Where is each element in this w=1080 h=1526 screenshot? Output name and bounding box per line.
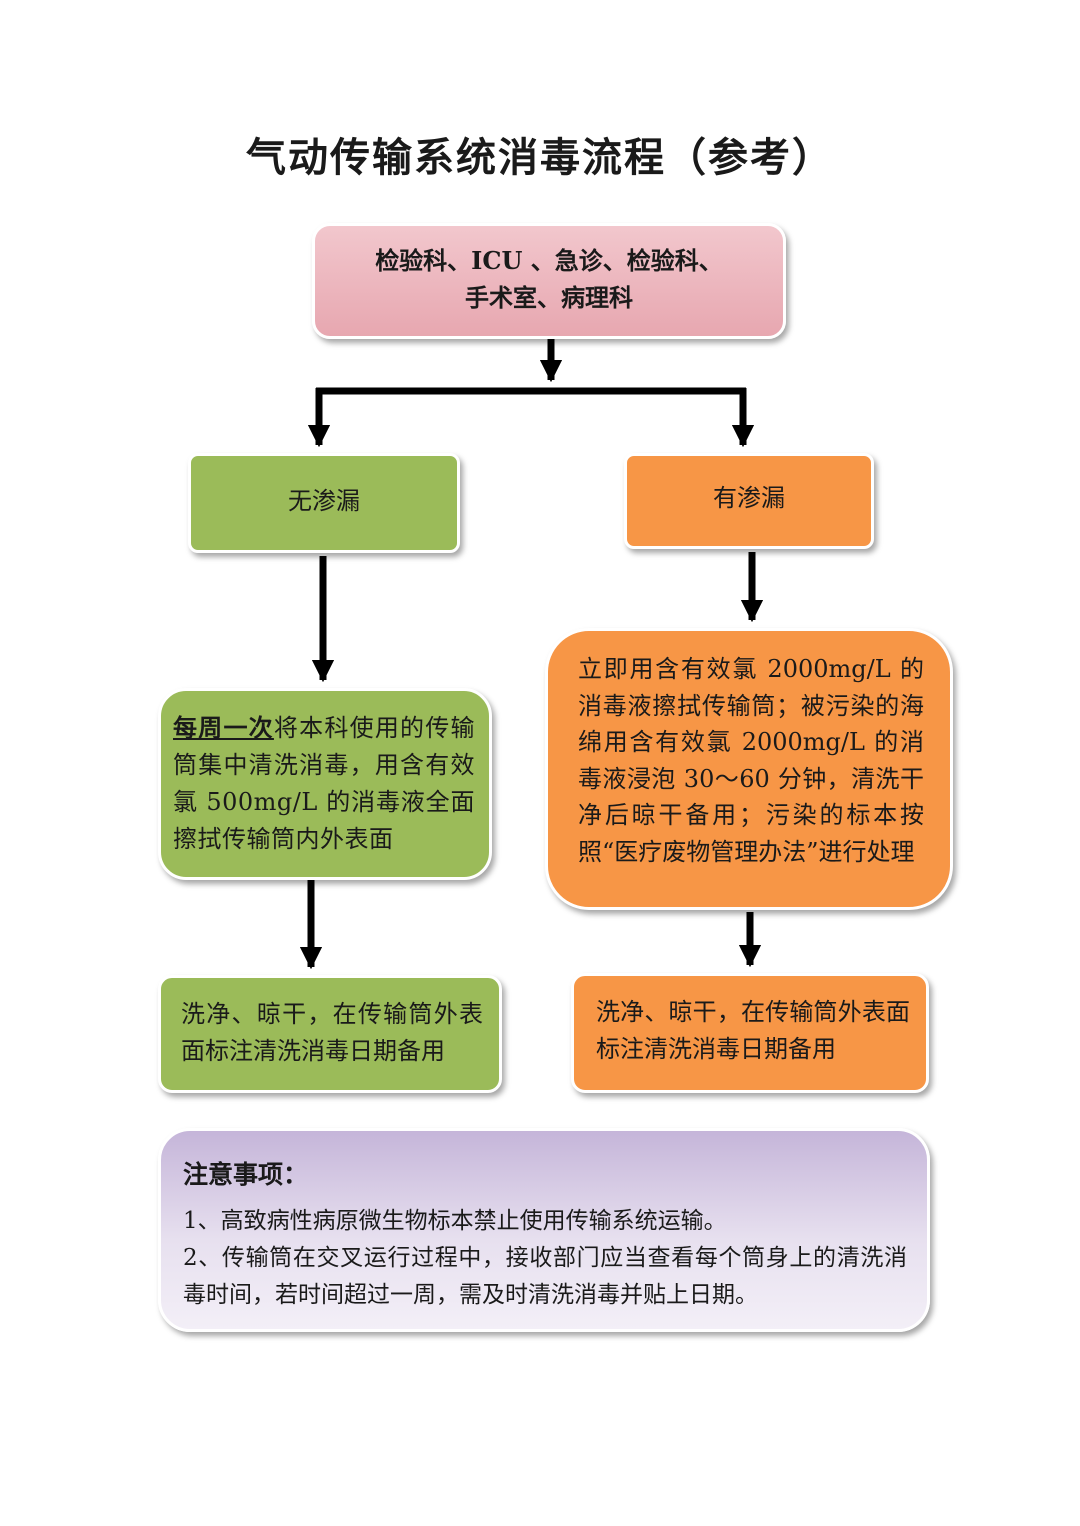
- no-leak-box: 无渗漏: [188, 453, 460, 553]
- notes-box: 注意事项： 1、高致病性病原微生物标本禁止使用传输系统运输。 2、传输筒在交叉运…: [158, 1128, 930, 1332]
- weekly-emphasis: 每周一次: [173, 713, 274, 742]
- notes-item-1: 1、高致病性病原微生物标本禁止使用传输系统运输。: [183, 1208, 727, 1234]
- notes-heading: 注意事项：: [183, 1160, 309, 1189]
- leak-dry-text: 洗净、晾干，在传输筒外表面标注清洗消毒日期备用: [596, 998, 910, 1063]
- weekly-cleaning-box: 每周一次将本科使用的传输筒集中清洗消毒，用含有效氯 500mg/L 的消毒液全面…: [158, 688, 492, 880]
- no-leak-dry-box: 洗净、晾干，在传输筒外表面标注清洗消毒日期备用: [158, 975, 502, 1093]
- start-departments-line2: 手术室、病理科: [465, 283, 633, 312]
- leak-disinfect-text: 立即用含有效氯 2000mg/L 的消毒液擦拭传输筒；被污染的海绵用含有效氯 2…: [578, 655, 924, 866]
- page-title: 气动传输系统消毒流程（参考）: [246, 134, 834, 181]
- no-leak-label: 无渗漏: [288, 487, 360, 515]
- weekly-cleaning-text: 每周一次将本科使用的传输筒集中清洗消毒，用含有效氯 500mg/L 的消毒液全面…: [173, 709, 475, 858]
- no-leak-dry-text: 洗净、晾干，在传输筒外表面标注清洗消毒日期备用: [181, 1000, 483, 1065]
- start-departments-line1: 检验科、ICU 、急诊、检验科、: [375, 246, 723, 275]
- leak-box: 有渗漏: [624, 453, 874, 549]
- leak-label: 有渗漏: [713, 484, 785, 512]
- weekly-instructions: 将本科使用的传输筒集中清洗消毒，用含有效氯 500mg/L 的消毒液全面擦拭传输…: [173, 714, 476, 853]
- leak-dry-box: 洗净、晾干，在传输筒外表面标注清洗消毒日期备用: [571, 973, 929, 1093]
- notes-item-2: 2、传输筒在交叉运行过程中，接收部门应当查看每个筒身上的清洗消毒时间，若时间超过…: [183, 1245, 907, 1308]
- leak-disinfect-box: 立即用含有效氯 2000mg/L 的消毒液擦拭传输筒；被污染的海绵用含有效氯 2…: [545, 628, 953, 910]
- start-departments-box: 检验科、ICU 、急诊、检验科、 手术室、病理科: [312, 223, 786, 339]
